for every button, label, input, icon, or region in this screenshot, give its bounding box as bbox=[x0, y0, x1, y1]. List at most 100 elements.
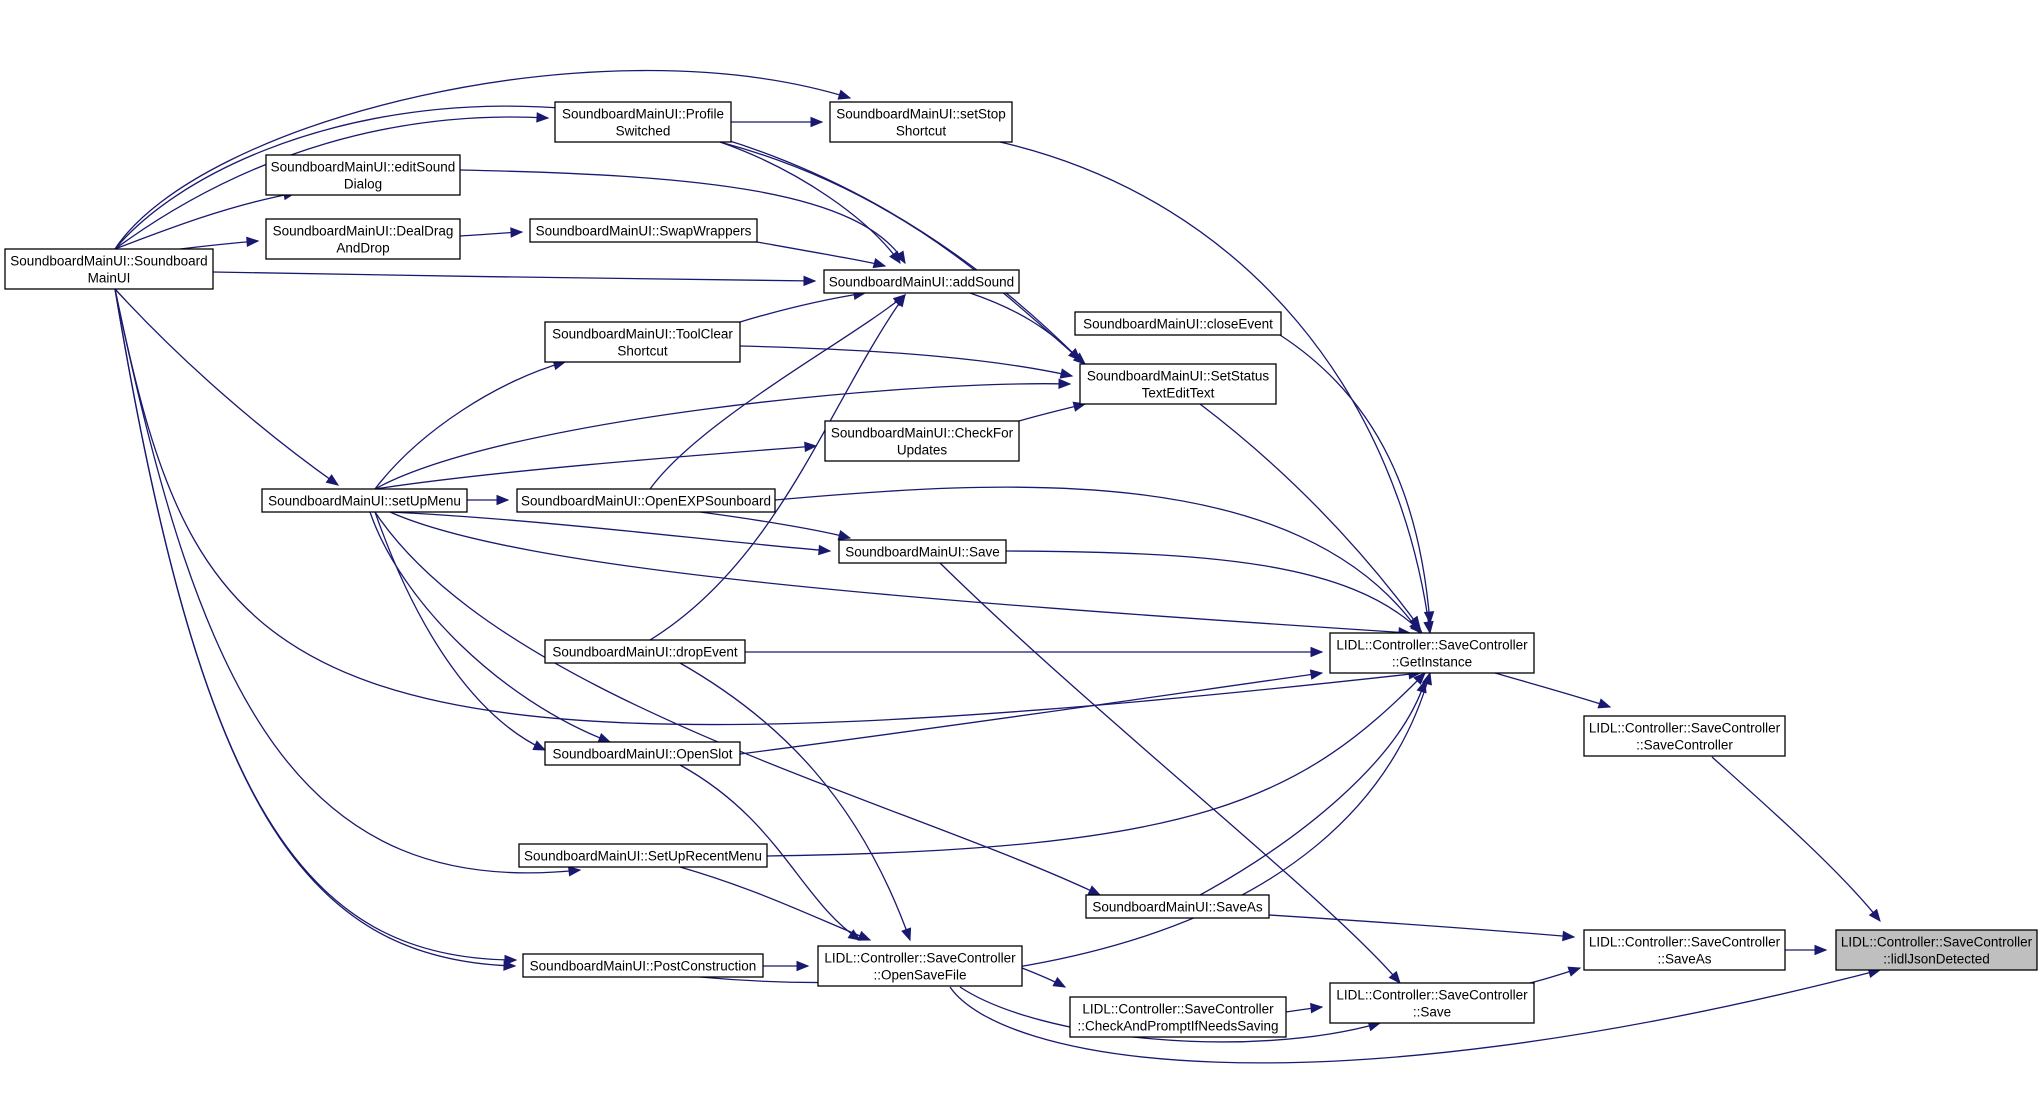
edge-n25-n4 bbox=[939, 562, 1401, 985]
nodes-layer: LIDL::Controller::SaveController::lidlJs… bbox=[4, 101, 2038, 1038]
node-label: Switched bbox=[616, 124, 671, 139]
edge-n7-n4 bbox=[1285, 1002, 1324, 1014]
edge-n13-n21 bbox=[756, 241, 887, 269]
edge-line bbox=[114, 288, 516, 967]
edge-line bbox=[774, 486, 1421, 634]
node-label: SoundboardMainUI::CheckFor bbox=[831, 426, 1014, 441]
node-label: LIDL::Controller::SaveController bbox=[1589, 935, 1781, 950]
edge-n12-n23 bbox=[719, 141, 1086, 365]
edge-line bbox=[374, 511, 1101, 896]
edge-line bbox=[114, 288, 581, 874]
function-node[interactable]: SoundboardMainUI::addSound bbox=[823, 269, 1020, 294]
edge-n9-n15 bbox=[466, 494, 510, 506]
function-node[interactable]: SoundboardMainUI::SoundboardMainUI bbox=[4, 248, 214, 290]
edge-n9-n24 bbox=[374, 441, 818, 490]
edge-line bbox=[114, 116, 549, 250]
edge-arrowhead bbox=[1310, 1002, 1324, 1014]
node-label: ::lidlJsonDetected bbox=[1883, 952, 1990, 967]
function-node[interactable]: LIDL::Controller::SaveController::GetIns… bbox=[1329, 632, 1535, 674]
edge-line bbox=[679, 662, 911, 941]
edge-arrowhead bbox=[1597, 698, 1612, 709]
edge-line bbox=[374, 361, 566, 490]
edge-line bbox=[949, 969, 1881, 1064]
node-box bbox=[1074, 311, 1282, 336]
node-label: LIDL::Controller::SaveController bbox=[1336, 638, 1528, 653]
node-label: SoundboardMainUI::SwapWrappers bbox=[536, 224, 752, 239]
node-box bbox=[544, 321, 741, 363]
function-node[interactable]: SoundboardMainUI::closeEvent bbox=[1074, 311, 1282, 336]
function-node[interactable]: SoundboardMainUI::OpenSlot bbox=[544, 741, 741, 766]
edge-line bbox=[1711, 756, 1881, 922]
edge-arrowhead bbox=[503, 960, 517, 971]
edge-n22-n6 bbox=[1279, 334, 1435, 625]
function-node[interactable]: SoundboardMainUI::OpenEXPSounboard bbox=[516, 488, 776, 513]
node-label: LIDL::Controller::SaveController bbox=[824, 951, 1016, 966]
edge-line bbox=[374, 383, 1071, 490]
edge-arrowhead bbox=[804, 441, 818, 453]
edge-n18-n5 bbox=[679, 866, 872, 941]
edge-line bbox=[374, 511, 546, 751]
node-box bbox=[544, 639, 746, 664]
edge-arrowhead bbox=[1814, 944, 1828, 956]
edge-line bbox=[1279, 334, 1431, 624]
current-function-node[interactable]: LIDL::Controller::SaveController::lidlJs… bbox=[1835, 929, 2038, 971]
function-node[interactable]: SoundboardMainUI::setUpMenu bbox=[261, 488, 468, 513]
edge-arrowhead bbox=[857, 930, 872, 941]
node-label: SoundboardMainUI::PostConstruction bbox=[530, 959, 757, 974]
edge-n16-n21 bbox=[649, 293, 906, 641]
function-node[interactable]: SoundboardMainUI::SaveAs bbox=[1085, 894, 1270, 919]
node-box bbox=[554, 101, 732, 143]
node-label: LIDL::Controller::SaveController bbox=[1589, 721, 1781, 736]
node-label: Shortcut bbox=[896, 124, 947, 139]
edge-arrowhead bbox=[568, 866, 582, 877]
node-label: SoundboardMainUI::OpenSlot bbox=[552, 747, 732, 762]
node-label: SoundboardMainUI::addSound bbox=[829, 275, 1014, 290]
edge-n26-n6 bbox=[1199, 679, 1427, 896]
function-node[interactable]: LIDL::Controller::SaveController::Save bbox=[1329, 982, 1535, 1024]
node-label: SoundboardMainUI::Soundboard bbox=[10, 254, 207, 269]
edge-arrowhead bbox=[1416, 679, 1427, 694]
edge-line bbox=[739, 672, 1323, 755]
node-box bbox=[824, 420, 1020, 462]
function-node[interactable]: SoundboardMainUI::Save bbox=[838, 539, 1007, 564]
edge-n8-n18 bbox=[114, 288, 582, 877]
edge-arrowhead bbox=[1562, 930, 1576, 942]
edge-arrowhead bbox=[901, 927, 912, 942]
edge-line bbox=[766, 672, 1426, 857]
function-node[interactable]: LIDL::Controller::SaveController::SaveAs bbox=[1583, 929, 1786, 971]
node-box bbox=[261, 488, 468, 513]
node-label: SoundboardMainUI::Profile bbox=[562, 107, 724, 122]
function-node[interactable]: LIDL::Controller::SaveController::SaveCo… bbox=[1583, 715, 1786, 757]
edge-arrowhead bbox=[1059, 368, 1074, 379]
function-node[interactable]: LIDL::Controller::SaveController::OpenSa… bbox=[817, 945, 1023, 987]
edge-line bbox=[369, 511, 611, 743]
edge-arrowhead bbox=[803, 275, 817, 287]
edge-line bbox=[649, 294, 906, 641]
edge-n16-n5 bbox=[679, 662, 912, 942]
edge-n15-n25 bbox=[699, 511, 852, 541]
edge-n9-n26 bbox=[374, 511, 1102, 896]
function-node[interactable]: SoundboardMainUI::PostConstruction bbox=[522, 953, 764, 978]
function-node[interactable]: SoundboardMainUI::SetUpRecentMenu bbox=[518, 843, 768, 868]
edge-arrowhead bbox=[810, 116, 824, 128]
edge-n26-n3 bbox=[1268, 914, 1576, 942]
edge-arrowhead bbox=[837, 89, 852, 100]
edge-arrowhead bbox=[837, 529, 852, 541]
node-box bbox=[1085, 894, 1270, 919]
function-node[interactable]: SoundboardMainUI::dropEvent bbox=[544, 639, 746, 664]
edge-n8-n11 bbox=[179, 236, 260, 250]
edge-n19-n6 bbox=[699, 671, 1432, 984]
function-node[interactable]: LIDL::Controller::SaveController::CheckA… bbox=[1069, 996, 1287, 1038]
edge-n17-n6 bbox=[739, 669, 1324, 755]
function-node[interactable]: SoundboardMainUI::SwapWrappers bbox=[529, 218, 758, 243]
edge-line bbox=[1268, 914, 1575, 938]
edge-n18-n6 bbox=[766, 672, 1426, 857]
edge-arrowhead bbox=[1052, 976, 1067, 988]
